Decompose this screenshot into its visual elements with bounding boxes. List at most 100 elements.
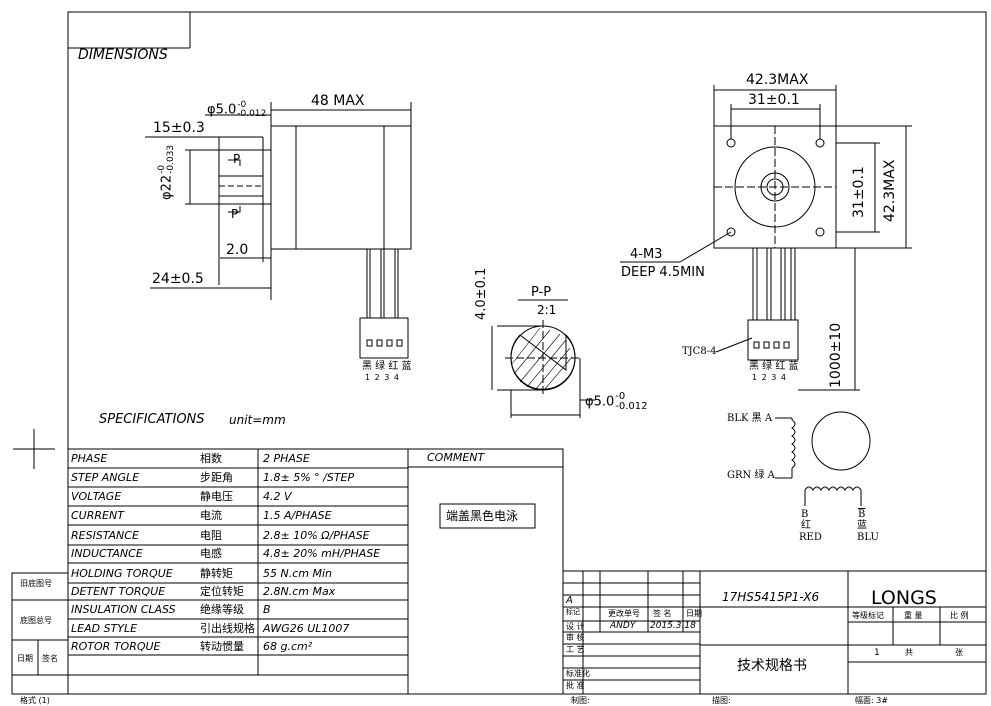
- dim-boss-height: 2.0: [226, 242, 249, 258]
- tb-standard: 标准化: [566, 669, 590, 678]
- wire-blu: BLU: [857, 532, 879, 543]
- dim-boss-dia: φ22-0-0.033: [157, 144, 176, 200]
- coil-b: [804, 486, 862, 491]
- section-title: DIMENSIONS: [78, 47, 168, 63]
- spec-label: VOLTAGE: [71, 490, 122, 503]
- spec-value: 68 g.cm²: [263, 640, 313, 653]
- comment-text: 端盖黑色电泳: [446, 509, 519, 523]
- tb-drawn-by: 制图:: [571, 696, 590, 705]
- rotor-circle: [811, 411, 871, 471]
- spec-label: LEAD STYLE: [71, 622, 138, 635]
- dim-flat: 4.0±0.1: [474, 267, 489, 320]
- wire-blk: BLK 黑 A: [727, 413, 773, 424]
- section-scale: 2:1: [537, 303, 557, 317]
- spec-label: ROTOR TORQUE: [71, 640, 161, 653]
- dim-lead-len: 1000±10: [828, 322, 844, 388]
- dim-hole-pitch: 31±0.1: [748, 92, 800, 108]
- comment-box: [439, 503, 536, 529]
- wire-b-left: B: [801, 509, 809, 520]
- tb-traced-by: 描图:: [712, 696, 731, 705]
- spec-label-cn: 静电压: [200, 490, 233, 503]
- wire-red-cn: 红: [801, 520, 811, 531]
- spec-label: INSULATION CLASS: [71, 603, 176, 616]
- spec-value: AWG26 UL1007: [263, 622, 350, 635]
- wire-grn: GRN 绿 A: [727, 470, 775, 481]
- spec-value: 4.2 V: [263, 490, 292, 503]
- connector-front: [747, 319, 799, 361]
- tb-marker: 标记: [566, 608, 580, 616]
- margin-format: 格式 (1): [20, 696, 50, 705]
- tb-review: 审 核: [566, 633, 585, 642]
- comment-header: COMMENT: [427, 451, 485, 464]
- connector-side: [359, 317, 409, 359]
- spec-value: 1.8± 5% ° /STEP: [263, 471, 355, 484]
- spec-value: B: [263, 603, 271, 616]
- spec-label-cn: 引出线规格: [200, 622, 255, 635]
- tb-sheet: 张: [955, 648, 963, 657]
- spec-label-cn: 电阻: [200, 529, 222, 542]
- tb-change-no: 更改单号: [608, 609, 640, 618]
- wire-numbers-front: 1 2 3 4: [752, 373, 786, 382]
- spec-value: 55 N.cm Min: [263, 567, 332, 580]
- spec-label-cn: 步距角: [200, 471, 233, 484]
- tb-designer: ANDY: [610, 621, 636, 631]
- spec-label-cn: 定位转矩: [200, 585, 244, 598]
- tb-sign: 签 名: [653, 609, 672, 618]
- wire-colors-side: 黑 绿 红 蓝: [362, 361, 412, 372]
- margin-old-no: 旧底图号: [20, 579, 52, 588]
- spec-label: PHASE: [71, 452, 108, 465]
- dim-holes: 4-M3: [630, 247, 663, 262]
- spec-value: 1.5 A/PHASE: [263, 509, 332, 522]
- tb-date: 日期: [686, 609, 702, 618]
- spec-label: CURRENT: [71, 509, 124, 522]
- section-mark-top: P: [233, 152, 241, 166]
- margin-base-total: 底图总号: [20, 616, 52, 625]
- tb-process: 工 艺: [566, 645, 585, 654]
- dim-deep: DEEP 4.5MIN: [621, 265, 705, 280]
- dim-shaft-dia: φ5.0-0-0.012: [207, 100, 267, 119]
- spec-label: RESISTANCE: [71, 529, 139, 542]
- tb-grade-mark: 等级标记: [852, 611, 884, 620]
- spec-label: HOLDING TORQUE: [71, 567, 173, 580]
- spec-label-cn: 相数: [200, 452, 222, 465]
- rev-a: A: [566, 595, 573, 606]
- dim-flat-dia: φ5.0-0-0.012: [585, 391, 648, 412]
- tb-design: 设 计: [566, 622, 585, 631]
- coil-a: [791, 419, 796, 469]
- tb-sheet-no: 1: [874, 648, 880, 658]
- spec-label-cn: 电感: [200, 547, 222, 560]
- wire-numbers-side: 1 2 3 4: [365, 373, 399, 382]
- section-mark-bottom: P: [231, 207, 239, 221]
- connector-label: TJC8-4: [682, 346, 717, 357]
- dim-shaft-total: 24±0.5: [152, 271, 204, 287]
- spec-label-cn: 电流: [200, 509, 222, 522]
- spec-row-lines: [68, 467, 408, 656]
- wire-red: RED: [799, 532, 822, 543]
- tb-weight: 重 量: [904, 611, 923, 620]
- spec-value: 2.8N.cm Max: [263, 585, 336, 598]
- spec-label: DETENT TORQUE: [71, 585, 166, 598]
- spec-label-cn: 绝缘等级: [200, 603, 244, 616]
- tb-size: 幅面: 3#: [855, 696, 889, 705]
- spec-value: 4.8± 20% mH/PHASE: [263, 547, 381, 560]
- margin-date: 日期: [17, 654, 33, 663]
- dim-height-max: 42.3MAX: [882, 159, 898, 222]
- motor-body-side: [270, 125, 412, 250]
- specs-title: SPECIFICATIONS: [99, 412, 205, 427]
- specs-unit: unit=mm: [229, 413, 286, 427]
- spec-label-cn: 静转矩: [200, 567, 233, 580]
- spec-label-cn: 转动惯量: [200, 640, 244, 653]
- wire-blue-cn: 蓝: [857, 520, 867, 531]
- tb-approve: 批 准: [566, 681, 585, 690]
- spec-value: 2 PHASE: [263, 452, 310, 465]
- tb-ratio: 比 例: [950, 611, 969, 620]
- wire-b-right: B: [858, 509, 866, 520]
- dim-width-max: 42.3MAX: [746, 72, 809, 88]
- tb-design-date: 2015.3.18: [650, 621, 696, 631]
- brand-name: LONGS: [871, 587, 937, 609]
- doc-title: 技术规格书: [737, 658, 807, 674]
- boss-side: [262, 149, 272, 205]
- dim-hole-pitch-v: 31±0.1: [851, 166, 867, 218]
- wire-colors-front: 黑 绿 红 蓝: [749, 361, 799, 372]
